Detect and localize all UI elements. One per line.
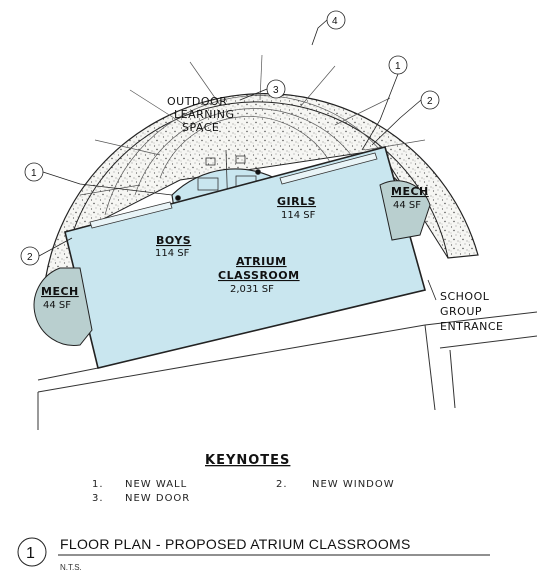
keynote-3-text: NEW DOOR — [125, 493, 190, 504]
drawing-title: FLOOR PLAN - PROPOSED ATRIUM CLASSROOMS — [60, 536, 411, 552]
scale-note: N.T.S. — [60, 563, 82, 572]
window-strips — [89, 152, 378, 229]
outdoor-label-line2: LEARNING — [174, 108, 234, 121]
mech-right-name: MECH — [391, 185, 429, 198]
tag-2-right-label: 2 — [427, 96, 433, 107]
entrance-label-line2: GROUP — [440, 305, 482, 318]
outdoor-label-line1: OUTDOOR — [167, 95, 227, 108]
mech-left-name: MECH — [41, 285, 79, 298]
keynote-2-num: 2. — [276, 479, 288, 490]
paving-lines — [79, 54, 426, 216]
tag-4-label: 4 — [332, 16, 338, 27]
keynote-1-num: 1. — [92, 479, 104, 490]
atrium-name-line2: CLASSROOM — [218, 269, 300, 282]
mech-right-area: 44 SF — [393, 200, 421, 211]
mech-room-right — [379, 180, 431, 241]
entrance-label-line1: SCHOOL — [440, 290, 490, 303]
entrance-leader — [427, 279, 437, 301]
keynote-2-text: NEW WINDOW — [312, 479, 395, 490]
tag-3-label: 3 — [273, 85, 279, 96]
keynote-3-num: 3. — [92, 493, 104, 504]
site-context-lines — [37, 311, 537, 430]
tag-1-left-label: 1 — [31, 168, 37, 179]
boys-name: BOYS — [156, 234, 191, 247]
tag-1-right-label: 1 — [395, 61, 401, 72]
keynote-1-text: NEW WALL — [125, 479, 187, 490]
outdoor-learning-space — [71, 101, 449, 259]
mech-left-area: 44 SF — [43, 300, 71, 311]
drawing-number-circle — [17, 537, 47, 567]
leader-lines — [38, 19, 422, 257]
tag-2-left-label: 2 — [27, 252, 33, 263]
atrium-area: 2,031 SF — [230, 284, 274, 295]
outdoor-label-line3: SPACE — [182, 121, 219, 134]
mech-room-left — [33, 267, 93, 346]
girls-area: 114 SF — [281, 210, 316, 221]
entrance-label-line3: ENTRANCE — [440, 320, 503, 333]
boys-area: 114 SF — [155, 248, 190, 259]
keynotes-heading: KEYNOTES — [205, 453, 290, 468]
girls-name: GIRLS — [277, 195, 316, 208]
atrium-name-line1: ATRIUM — [236, 255, 287, 268]
drawing-number: 1 — [26, 545, 35, 562]
keynote-tags — [20, 10, 440, 266]
